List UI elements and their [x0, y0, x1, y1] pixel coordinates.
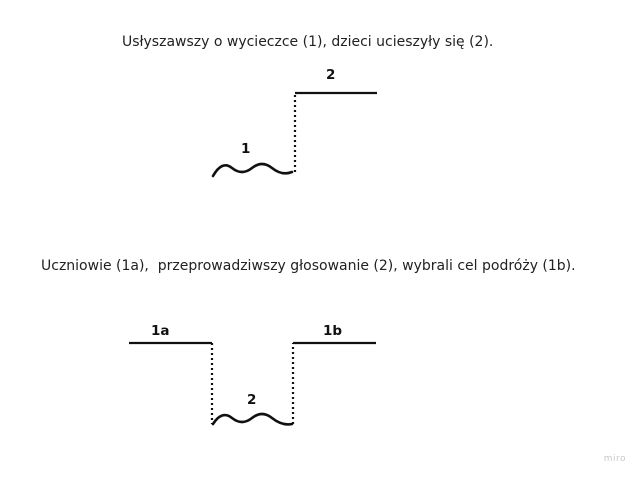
diagram2-wavy-line — [211, 412, 294, 426]
miro-watermark: miro — [603, 454, 626, 464]
diagram1-label-line: 2 — [326, 67, 336, 83]
diagram2-label-right-line: 1b — [323, 323, 343, 339]
diagram1-label-wave: 1 — [241, 141, 251, 157]
sentence-2: Uczniowie (1a), przeprowadziwszy głosowa… — [41, 258, 576, 274]
diagram2-label-left-line: 1a — [151, 323, 170, 339]
diagram2-label-wave: 2 — [247, 392, 257, 408]
diagram1-wavy-line — [211, 162, 294, 178]
sentence-1: Usłyszawszy o wycieczce (1), dzieci ucie… — [122, 34, 494, 50]
